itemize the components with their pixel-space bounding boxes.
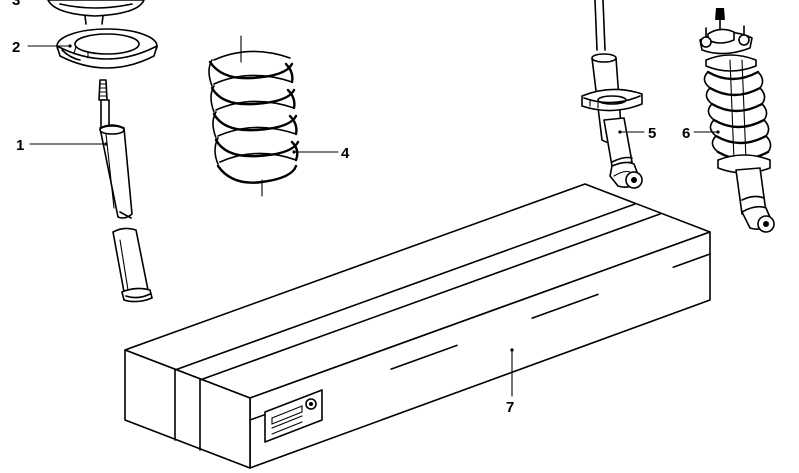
callout-4: 4: [341, 145, 350, 162]
callout-7: 7: [506, 399, 514, 416]
coil-spring-icon: [208, 35, 300, 197]
callout-3: 3: [12, 0, 20, 9]
callout-6: 6: [682, 125, 690, 142]
rear-shock-absorber-icon: [581, 0, 643, 189]
spring-pad-icon: [56, 28, 158, 69]
spring-seat-icon: [47, 0, 145, 25]
kit-box-icon: [124, 183, 711, 469]
callout-5: 5: [648, 125, 656, 142]
callout-2: 2: [12, 39, 20, 56]
callout-1: 1: [16, 137, 24, 154]
callout-leaders: [27, 44, 720, 397]
shock-absorber-icon: [98, 79, 153, 303]
coilover-strut-icon: [699, 8, 775, 233]
box-label-icon: [264, 389, 323, 443]
